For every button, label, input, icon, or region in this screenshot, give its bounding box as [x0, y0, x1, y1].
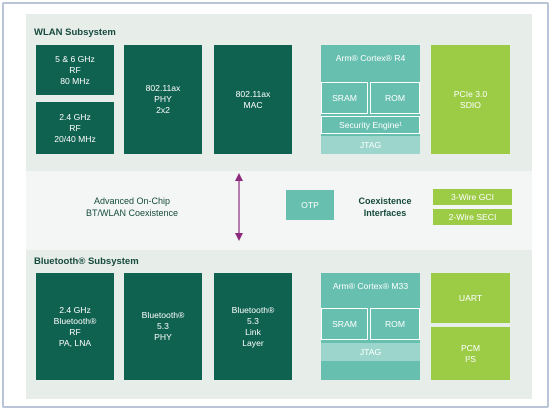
wlan-cortex-r4-label: Arm® Cortex® R4	[335, 53, 406, 63]
coexistence-line2: BT/WLAN Coexistence	[85, 208, 179, 218]
otp-label: OTP	[301, 199, 319, 210]
bidirectional-arrow-icon	[235, 173, 243, 241]
bt-link-line4: Layer	[242, 337, 264, 348]
seci-2wire-block: 2-Wire SECI	[433, 209, 512, 225]
wlan-mac-line1: 802.11ax	[235, 88, 271, 99]
wlan-subsystem-title: WLAN Subsystem	[34, 27, 116, 38]
coexistence-description: Advanced On-Chip BT/WLAN Coexistence	[62, 195, 202, 219]
wlan-jtag-label: JTAG	[359, 139, 382, 150]
bt-rf-block: 2.4 GHz Bluetooth® RF PA, LNA	[36, 273, 114, 380]
wlan-rf-24-line1: 2.4 GHz	[59, 111, 91, 122]
bt-rom-label: ROM	[384, 318, 406, 329]
wlan-rom-block: ROM	[370, 82, 420, 114]
wlan-rf-5-6-line2: RF	[69, 64, 81, 75]
bt-rf-line2: Bluetooth®	[53, 315, 97, 326]
wlan-rf-5-6-line3: 80 MHz	[60, 75, 90, 86]
bt-link-line1: Bluetooth®	[231, 304, 275, 315]
bt-phy-line2: 5.3	[157, 321, 169, 331]
bt-cortex-m33-label: Arm® Cortex® M33	[332, 281, 409, 291]
bt-link-layer-block: Bluetooth® 5.3 Link Layer	[214, 273, 292, 380]
wlan-mac-block: 802.11ax MAC	[214, 45, 292, 154]
bt-jtag-block: JTAG	[321, 343, 420, 361]
wlan-pcie-sdio-block: PCIe 3.0 SDIO	[431, 45, 510, 154]
wlan-pcie-line2: SDIO	[459, 99, 481, 110]
wlan-sram-block: SRAM	[321, 82, 368, 114]
bt-uart-block: UART	[431, 273, 510, 323]
otp-block: OTP	[286, 190, 334, 220]
wlan-mac-line2: MAC	[243, 99, 263, 110]
wlan-rf-5-6ghz-block: 5 & 6 GHz RF 80 MHz	[36, 45, 114, 95]
coexistence-interfaces-line1: Coexistence	[358, 196, 412, 206]
wlan-pcie-line1: PCIe 3.0	[453, 88, 488, 99]
gci-3wire-block: 3-Wire GCI	[433, 189, 512, 205]
bluetooth-subsystem-title: Bluetooth® Subsystem	[34, 256, 139, 267]
seci-label: 2-Wire SECI	[448, 211, 497, 222]
bt-sram-label: SRAM	[332, 318, 357, 329]
wlan-rf-2-4ghz-block: 2.4 GHz RF 20/40 MHz	[36, 102, 114, 154]
wlan-rf-5-6-line1: 5 & 6 GHz	[55, 53, 95, 64]
bt-uart-label: UART	[458, 292, 483, 303]
wlan-rf-24-line2: RF	[69, 122, 81, 133]
bt-phy-line1: Bluetooth®	[141, 310, 185, 320]
wlan-phy-block: 802.11ax PHY 2x2	[124, 45, 202, 154]
wlan-jtag-block: JTAG	[321, 136, 420, 154]
gci-label: 3-Wire GCI	[451, 191, 494, 202]
wlan-phy-line1: 802.11ax	[145, 83, 181, 93]
wlan-rf-24-line3: 20/40 MHz	[54, 133, 96, 144]
bt-phy-line3: PHY	[154, 332, 172, 342]
wlan-phy-line2: PHY	[154, 94, 172, 104]
bt-pcm-i2s-block: PCM I²S	[431, 327, 510, 380]
bt-pcm-line1: PCM	[460, 342, 481, 353]
bt-rf-line4: PA, LNA	[58, 337, 92, 348]
bt-sram-block: SRAM	[321, 308, 368, 340]
bt-phy-block: Bluetooth® 5.3 PHY	[124, 273, 202, 380]
coexistence-interfaces-line2: Interfaces	[363, 208, 407, 218]
bt-jtag-label: JTAG	[359, 346, 382, 357]
coexistence-interfaces-label: Coexistence Interfaces	[343, 195, 427, 219]
bt-rf-line1: 2.4 GHz	[59, 304, 91, 315]
wlan-sram-label: SRAM	[332, 92, 357, 103]
bt-link-line3: Link	[245, 326, 261, 337]
wlan-phy-line3: 2x2	[156, 105, 170, 115]
coexistence-line1: Advanced On-Chip	[93, 196, 171, 206]
wlan-security-engine-block: Security Engine¹	[321, 116, 420, 134]
bt-rom-block: ROM	[370, 308, 420, 340]
bt-rf-line3: RF	[69, 326, 81, 337]
wlan-rom-label: ROM	[384, 92, 406, 103]
bt-link-line2: 5.3	[247, 315, 259, 326]
wlan-security-engine-label: Security Engine¹	[338, 119, 403, 130]
bt-pcm-line2: I²S	[465, 353, 476, 364]
